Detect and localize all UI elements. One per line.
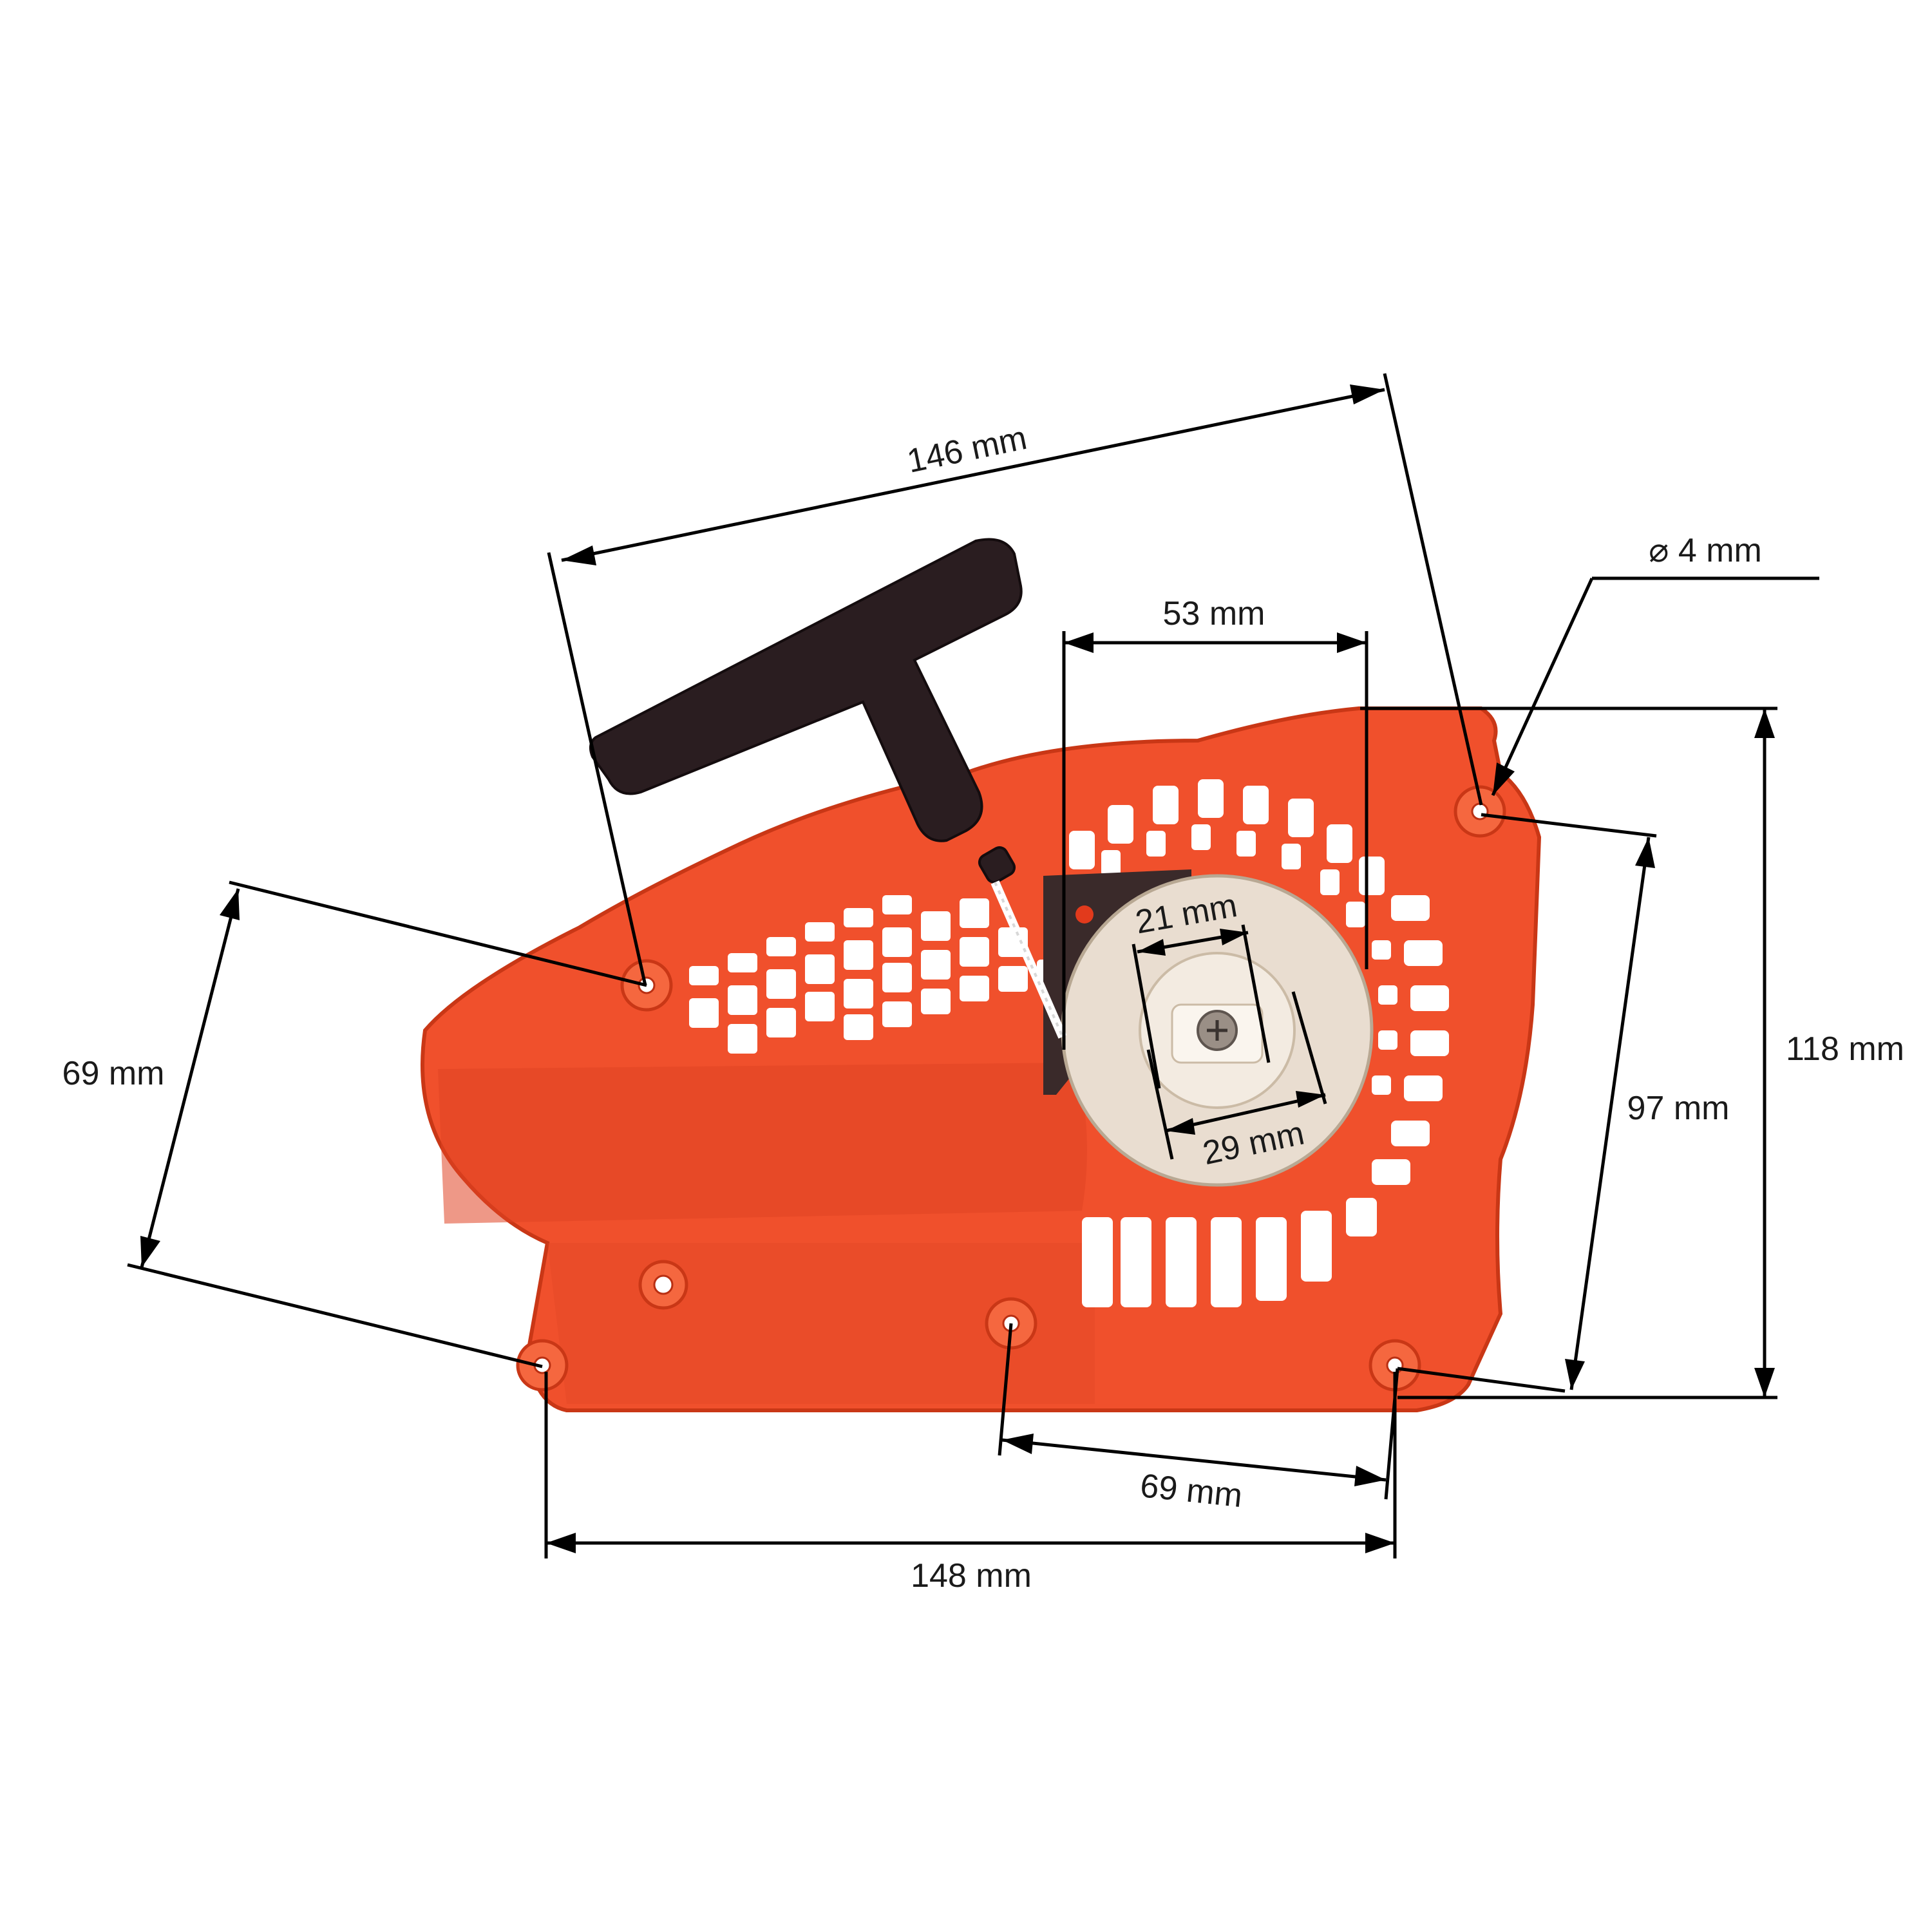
label-hole-diameter: ⌀ 4 mm (1649, 532, 1762, 569)
label-69-mm-bottom: 69 mm (1139, 1467, 1244, 1515)
label-69-mm-left: 69 mm (62, 1055, 165, 1092)
vent-slots (689, 779, 1449, 1307)
dimension-lines (127, 373, 1819, 1558)
label-118-mm: 118 mm (1786, 1030, 1904, 1068)
label-146-mm: 146 mm (904, 419, 1030, 480)
dimension-labels: 146 mm ⌀ 4 mm 53 mm 21 mm 29 mm 118 mm 9… (62, 419, 1904, 1595)
pull-handle (589, 538, 1023, 884)
label-148-mm: 148 mm (911, 1557, 1032, 1595)
label-97-mm: 97 mm (1627, 1090, 1730, 1127)
label-53-mm: 53 mm (1163, 595, 1265, 632)
